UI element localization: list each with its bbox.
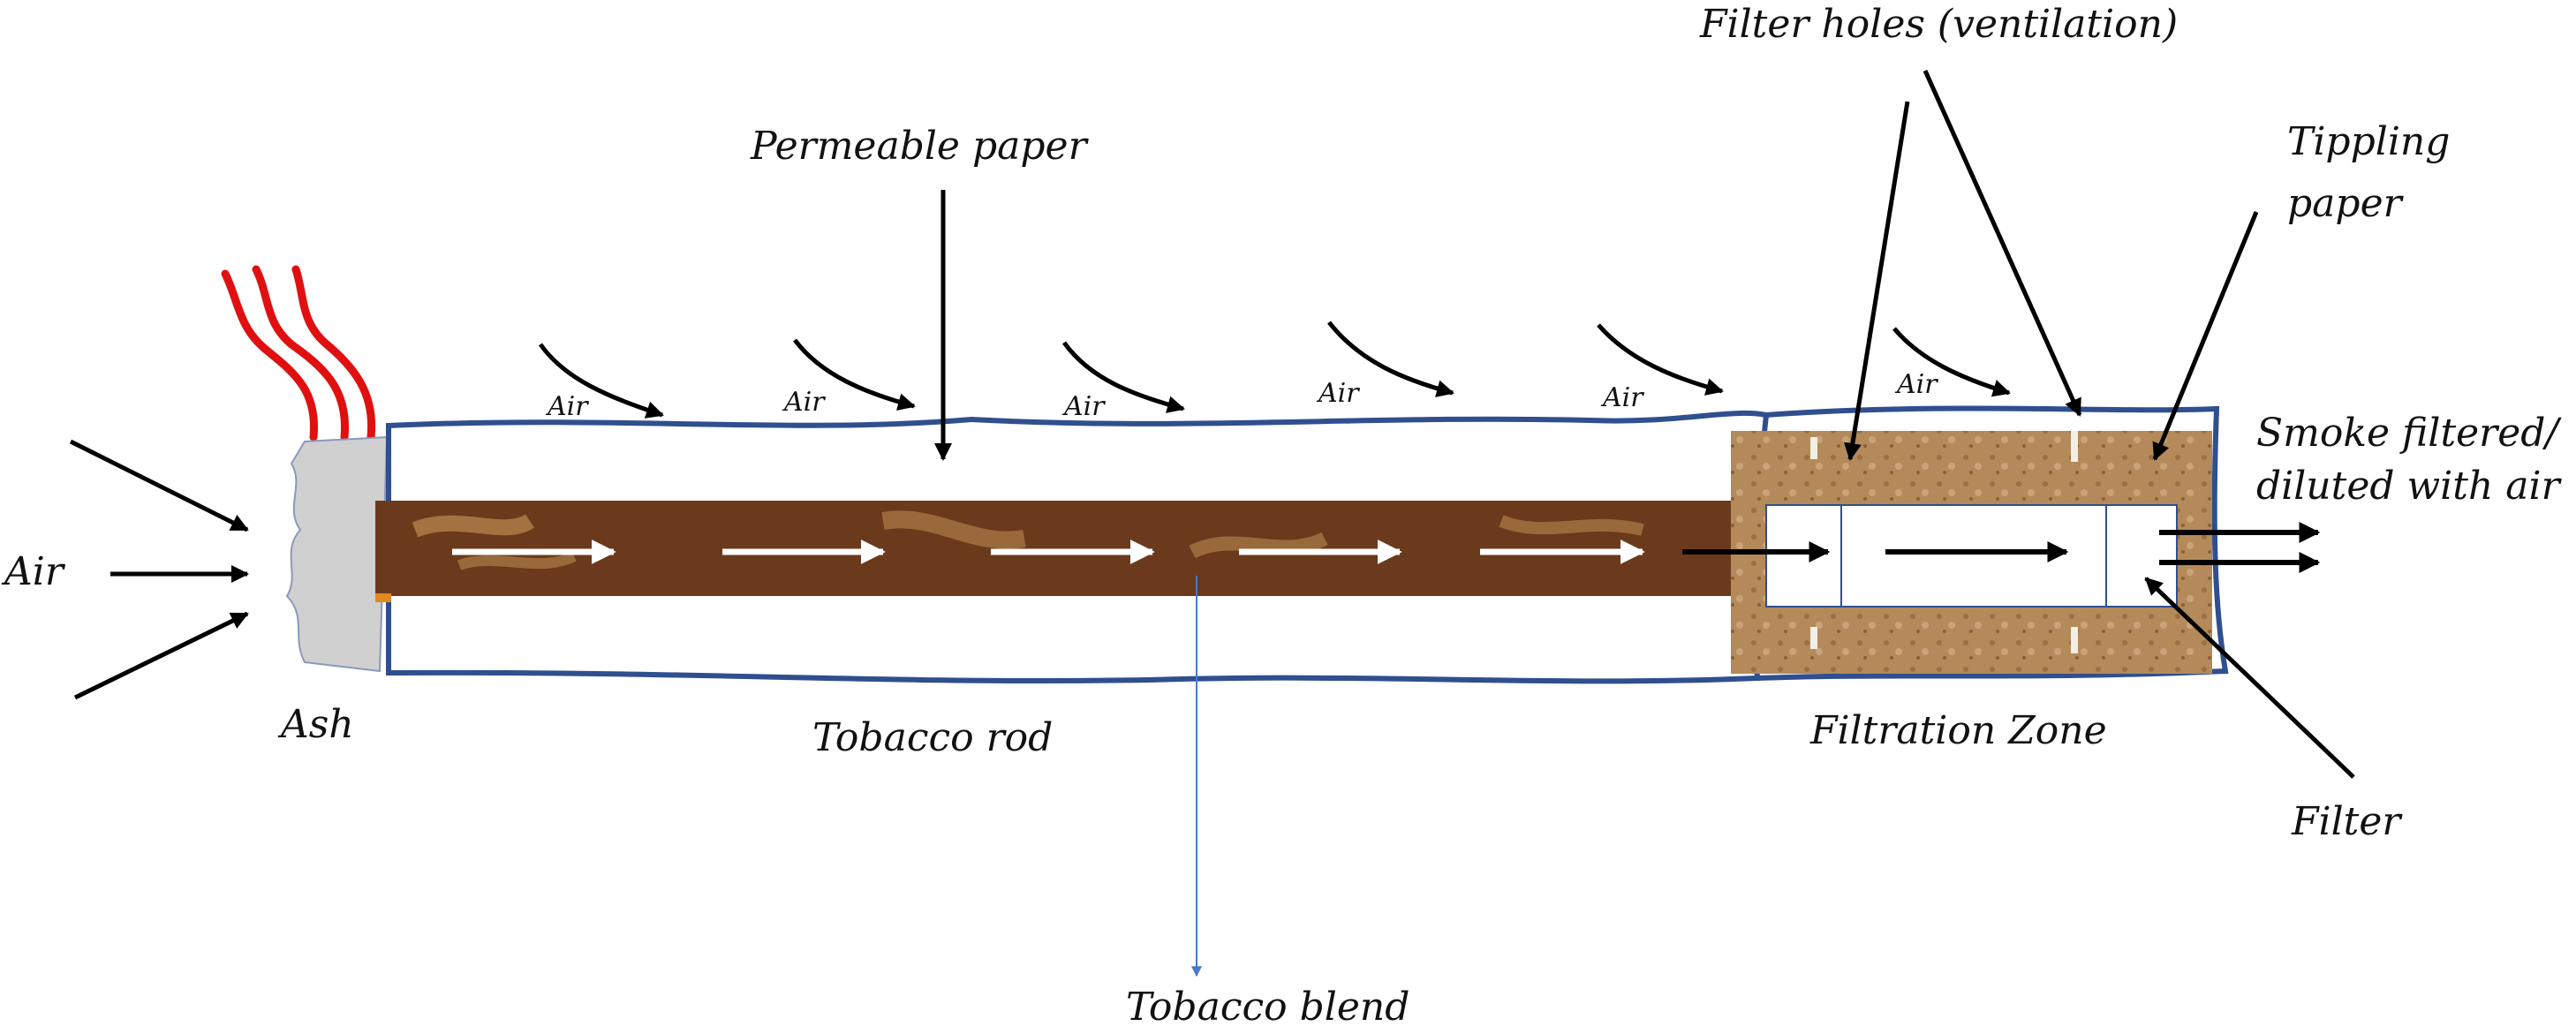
air-inlet-arrows (69, 439, 249, 700)
label-air-small: Air (1316, 378, 1360, 409)
label-filtration-zone: Filtration Zone (1809, 708, 2107, 753)
label-tobacco-rod: Tobacco rod (812, 715, 1053, 760)
label-filter: Filter (2291, 799, 2403, 844)
air-flow-arrows (538, 321, 2011, 419)
label-permeable-paper: Permeable paper (750, 124, 1090, 169)
flow-arrows (1682, 522, 2321, 573)
ventilation-hole (2071, 431, 2078, 462)
ventilation-hole (1810, 627, 1817, 649)
label-air-small: Air (782, 387, 826, 418)
pointer-lines (934, 69, 2355, 779)
label-air-small: Air (545, 391, 589, 422)
ventilation-hole (1810, 437, 1817, 459)
filter-paper-outline (1756, 405, 2229, 681)
label-smoke-line2: diluted with air (2256, 464, 2563, 509)
label-tippling-paper-line2: paper (2287, 181, 2405, 226)
label-tobacco-blend: Tobacco blend (1126, 985, 1409, 1030)
ventilation-hole (2071, 627, 2078, 653)
ash (285, 435, 389, 673)
label-ash: Ash (277, 702, 354, 747)
label-tippling-paper-line1: Tippling (2287, 119, 2450, 164)
label-air-small: Air (1061, 391, 1106, 422)
label-smoke-line1: Smoke filtered/ (2256, 411, 2562, 456)
smoke-plume (221, 265, 376, 442)
label-filter-holes: Filter holes (ventilation) (1699, 2, 2178, 47)
label-air-left: Air (1, 549, 66, 594)
label-air-small: Air (1894, 369, 1938, 400)
label-air-small: Air (1600, 382, 1644, 413)
